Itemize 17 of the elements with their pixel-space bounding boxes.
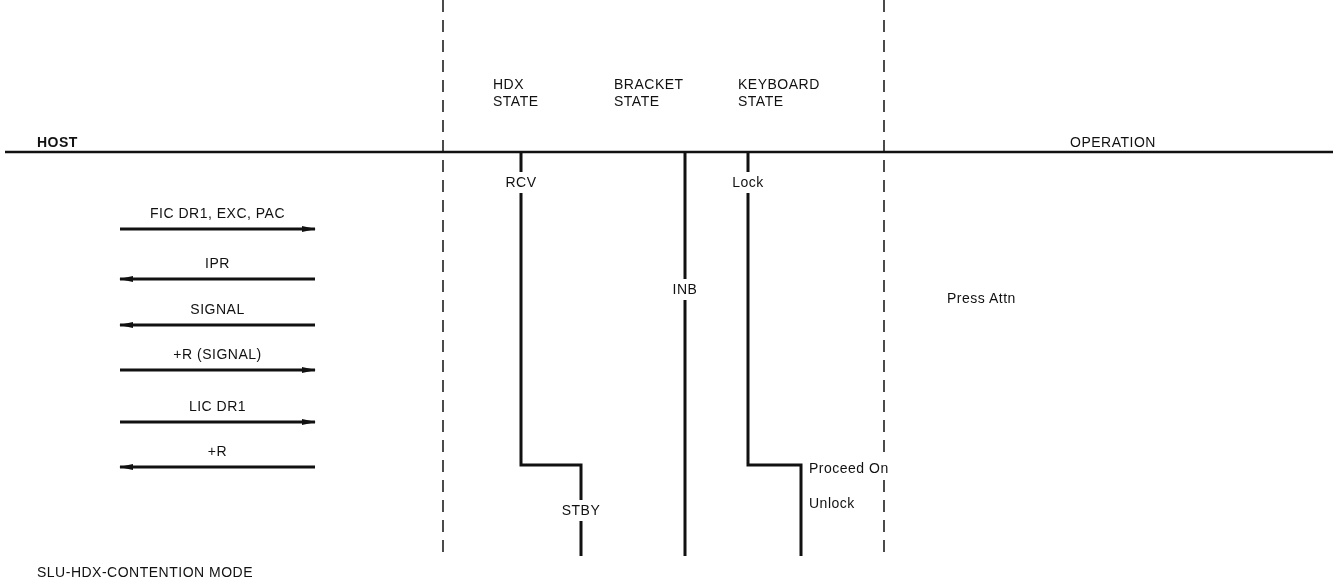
state-label: INB: [671, 279, 699, 300]
column-header: KEYBOARD STATE: [738, 76, 821, 110]
message-label: IPR: [205, 255, 230, 272]
message-label: +R (SIGNAL): [173, 346, 262, 363]
state-label: Lock: [731, 172, 765, 193]
column-header: BRACKET STATE: [614, 76, 684, 110]
operation-text: Press Attn: [947, 290, 1016, 307]
column-header: HDX STATE: [493, 76, 540, 110]
column-header: HOST: [37, 134, 78, 151]
message-label: +R: [207, 443, 228, 460]
message-label: LIC DR1: [188, 398, 247, 415]
caption: SLU-HDX-CONTENTION MODE: [37, 564, 254, 581]
state-label: STBY: [560, 500, 602, 521]
state-label: RCV: [504, 172, 538, 193]
message-label: FIC DR1, EXC, PAC: [150, 205, 285, 222]
message-label: SIGNAL: [190, 301, 245, 318]
column-header: OPERATION: [1070, 134, 1156, 151]
